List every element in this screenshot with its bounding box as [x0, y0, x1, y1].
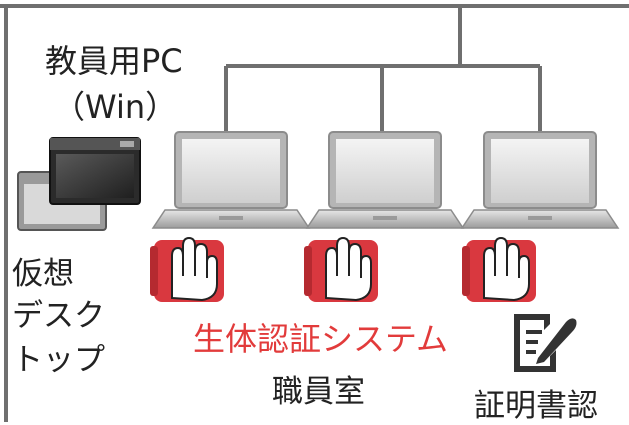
teacher-pc-os-label: （Win）: [53, 88, 178, 126]
virtual-desktop-icon: [17, 137, 141, 231]
staff-room-label: 職員室: [272, 374, 365, 410]
virtual-desktop-label-line3: トップ: [12, 342, 105, 378]
biometric-system-label: 生体認証システム: [193, 320, 449, 358]
virtual-desktop-label-line2: デスク: [12, 298, 105, 334]
laptop-icon: [305, 131, 465, 229]
certificate-label: 証明書認: [474, 388, 598, 424]
palm-scanner-icon: [150, 236, 224, 302]
teacher-pc-label: 教員用PC: [45, 42, 183, 80]
palm-scanner-icon: [304, 236, 378, 302]
palm-scanner-icon: [462, 236, 536, 302]
network-lines: [0, 4, 629, 422]
document-edit-icon: [514, 314, 577, 372]
laptop-icon: [460, 131, 620, 229]
laptop-icon: [151, 131, 311, 229]
virtual-desktop-label-line1: 仮想: [12, 256, 74, 292]
